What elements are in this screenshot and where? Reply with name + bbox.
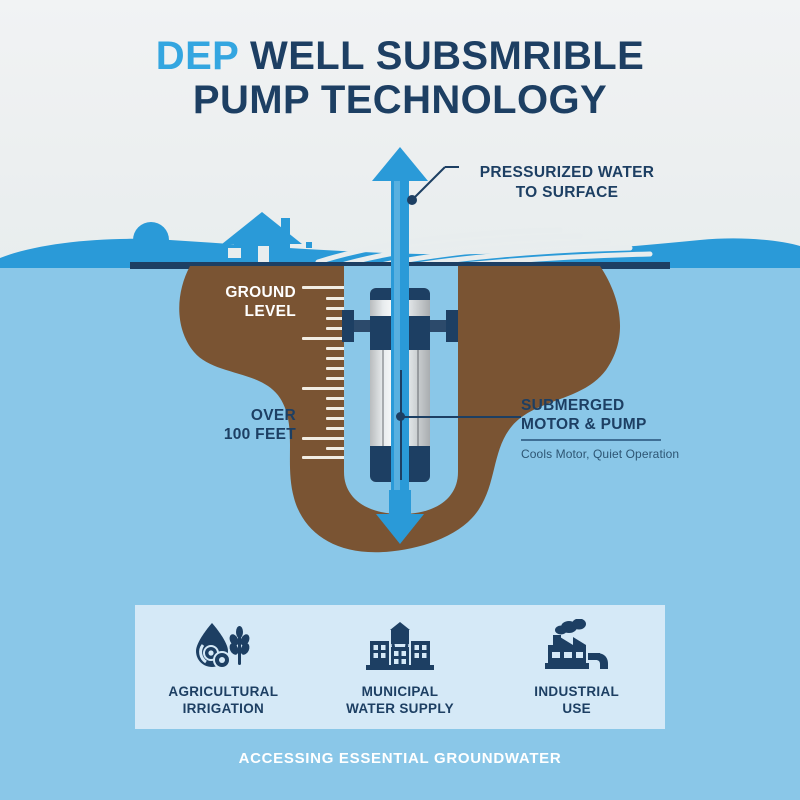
depth-line-2: 100 FEET — [223, 426, 296, 443]
agricultural-icon-box — [190, 619, 256, 671]
submerged-motor-line-1: SUBMERGED — [521, 397, 625, 414]
submerged-motor-subtitle: Cools Motor, Quiet Operation — [521, 447, 680, 461]
pump-flange-cap-left — [342, 310, 354, 342]
footer-tagline: ACCESSING ESSENTIAL GROUNDWATER — [238, 750, 562, 767]
upward-flow-arrow-icon — [372, 147, 428, 181]
water-tower-buildings-icon — [366, 622, 434, 670]
municipal-icon-box — [364, 619, 436, 671]
submerged-motor-callout: SUBMERGED MOTOR & PUMP Cools Motor, Quie… — [521, 396, 721, 461]
page-title: DEP WELL SUBSMRIBLE PUMP TECHNOLOGY — [0, 34, 800, 122]
industrial-line-1: INDUSTRIAL — [534, 684, 620, 699]
downward-flow-stem — [389, 490, 411, 518]
submerged-motor-line-2: MOTOR & PUMP — [521, 416, 647, 433]
pump-flange-cap-right — [446, 310, 458, 342]
agricultural-caption: AGRICULTURAL IRRIGATION — [168, 683, 278, 717]
surface-landscape-illustration — [0, 212, 800, 268]
title-line-2: PUMP TECHNOLOGY — [192, 78, 608, 122]
ground-level-label: GROUND LEVEL — [200, 283, 296, 321]
pump-seam-right — [417, 350, 419, 446]
pressurized-water-line-2: TO SURFACE — [515, 184, 619, 201]
title-accent-word: DEP — [155, 34, 239, 78]
depth-ruler — [300, 286, 346, 459]
ground-level-line-1: GROUND — [225, 284, 296, 301]
application-item-industrial[interactable]: INDUSTRIAL USE — [488, 605, 665, 729]
submerged-motor-heading: SUBMERGED MOTOR & PUMP — [521, 396, 721, 434]
application-item-municipal[interactable]: MUNICIPAL WATER SUPPLY — [312, 605, 489, 729]
tree-icon — [133, 222, 169, 258]
callout-divider — [521, 439, 661, 441]
agricultural-line-2: IRRIGATION — [182, 701, 265, 716]
application-item-agricultural[interactable]: AGRICULTURAL IRRIGATION — [135, 605, 312, 729]
ground-level-line-2: LEVEL — [244, 303, 296, 320]
industrial-caption: INDUSTRIAL USE — [534, 683, 619, 717]
industrial-icon-box — [542, 619, 612, 671]
applications-list: AGRICULTURAL IRRIGATION — [135, 605, 665, 729]
municipal-line-1: MUNICIPAL — [361, 684, 439, 699]
pressurized-water-line-1: PRESSURIZED WATER — [479, 164, 655, 181]
agricultural-line-1: AGRICULTURAL — [168, 684, 279, 699]
pump-seam-left — [382, 350, 384, 446]
pressurized-water-callout: PRESSURIZED WATER TO SURFACE — [452, 163, 682, 203]
industrial-line-2: USE — [562, 701, 591, 716]
title-rest: WELL SUBSMRIBLE — [238, 34, 645, 78]
depth-line-1: OVER — [250, 407, 296, 424]
water-drop-gears-wheat-icon — [196, 623, 250, 669]
factory-pipe-icon — [544, 619, 608, 669]
riser-pipe-highlight — [394, 176, 400, 498]
downward-flow-arrow-icon — [376, 514, 424, 544]
depth-label: OVER 100 FEET — [180, 406, 296, 444]
municipal-line-2: WATER SUPPLY — [346, 701, 454, 716]
municipal-caption: MUNICIPAL WATER SUPPLY — [346, 683, 454, 717]
leader-dot-pump — [396, 412, 405, 421]
